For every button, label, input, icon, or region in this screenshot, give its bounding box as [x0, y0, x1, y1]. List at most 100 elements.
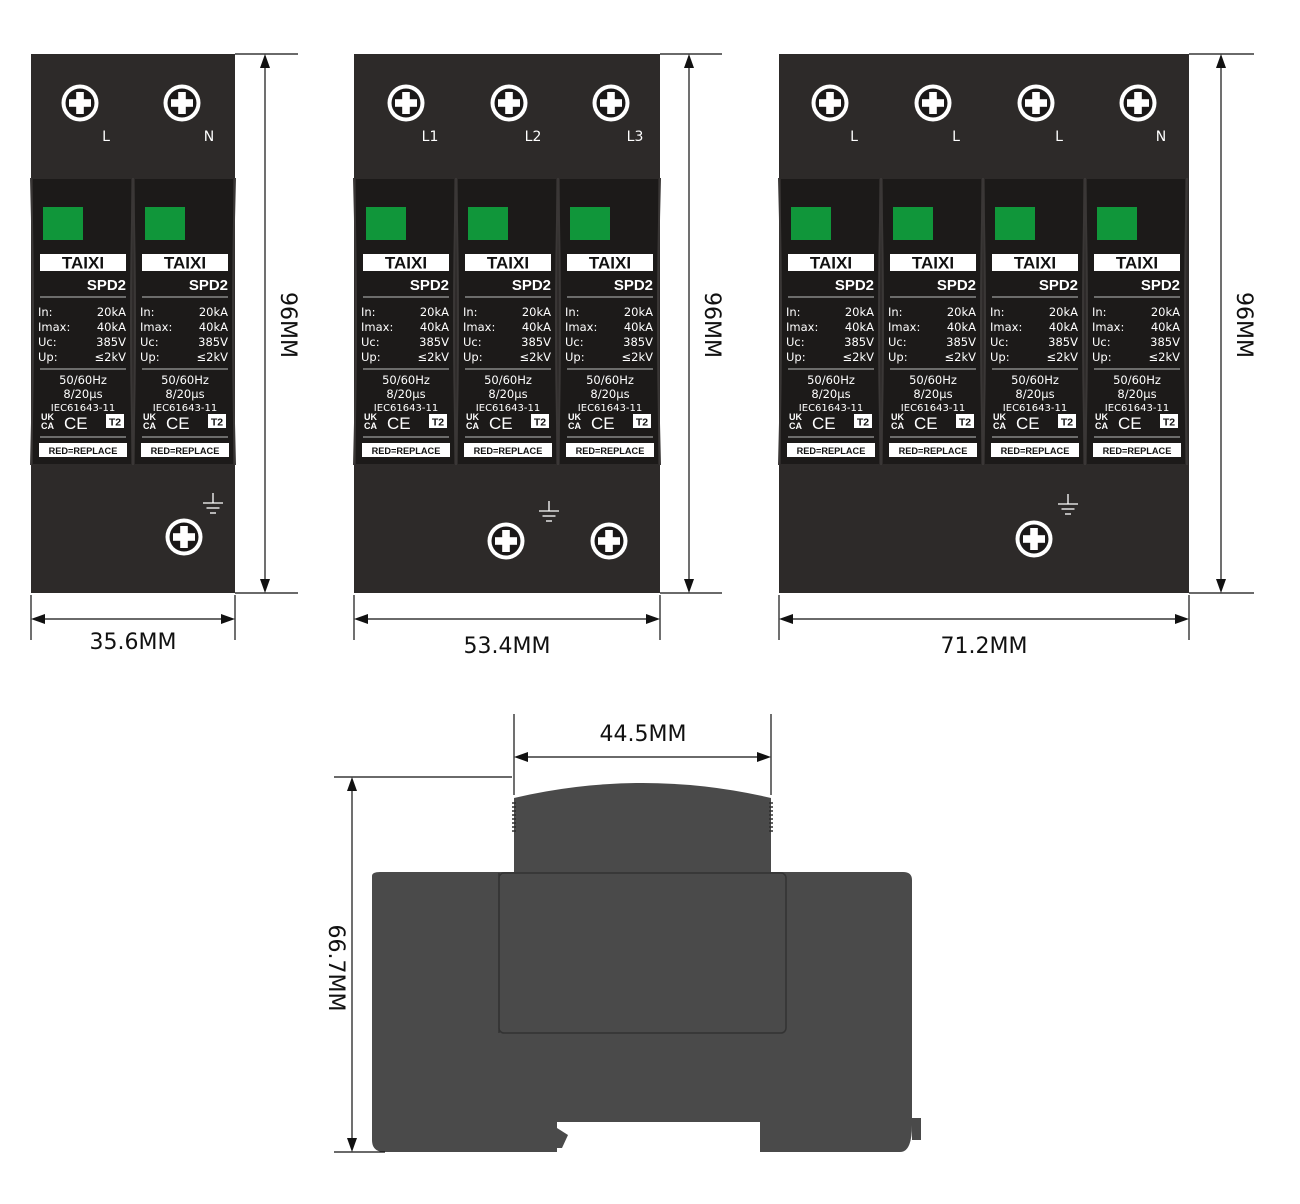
spec-value: 385V	[1048, 335, 1078, 349]
arrowhead-right	[757, 752, 771, 762]
terminal-label: L	[102, 129, 110, 145]
spec-value: 20kA	[624, 305, 653, 319]
spec-label: Imax:	[565, 320, 597, 334]
screw-slot-v	[502, 530, 510, 552]
status-indicator	[145, 207, 185, 240]
side-height-dimension	[334, 776, 512, 1153]
spec-value: 20kA	[199, 305, 228, 319]
spec-label: Up:	[888, 350, 908, 364]
height-dimension	[660, 53, 722, 594]
spec-value: 40kA	[1049, 320, 1078, 334]
module-edge-left	[132, 177, 136, 466]
module-edge-right	[878, 177, 882, 466]
ukca-mark: CA	[143, 421, 156, 431]
side-clip-right	[912, 1118, 921, 1140]
ukca-mark: CA	[1095, 421, 1108, 431]
spec-value: 20kA	[1151, 305, 1180, 319]
screw-slot-v	[1032, 92, 1040, 114]
spec-label: In:	[38, 305, 53, 319]
brand-name: TAIXI	[1116, 254, 1158, 273]
spec-value: 20kA	[522, 305, 551, 319]
replace-bar	[889, 443, 977, 457]
width-dimension	[353, 595, 661, 640]
standard-text: IEC61643-11	[578, 403, 642, 414]
ground-icon	[1058, 494, 1078, 515]
side-grip-ridges	[512, 802, 773, 832]
ce-mark: CE	[387, 414, 411, 433]
spec-value: 40kA	[420, 320, 449, 334]
spec-label: Up:	[565, 350, 585, 364]
arrowhead-top	[260, 54, 270, 68]
waveform-text: 8/20μs	[913, 387, 952, 401]
ce-mark: CE	[166, 414, 190, 433]
waveform-text: 8/20μs	[63, 387, 102, 401]
frequency-text: 50/60Hz	[161, 373, 209, 387]
replace-note: RED=REPLACE	[151, 446, 220, 456]
replace-note: RED=REPLACE	[49, 446, 118, 456]
frequency-text: 50/60Hz	[382, 373, 430, 387]
terminal-label: L	[1055, 129, 1063, 145]
arrowhead-left	[31, 614, 45, 624]
replace-bar	[464, 443, 552, 457]
width-label: 71.2MM	[941, 634, 1028, 659]
spec-value: 40kA	[624, 320, 653, 334]
brand-name: TAIXI	[589, 254, 631, 273]
screw-slot-v	[1030, 528, 1038, 550]
module-edge-left	[30, 177, 34, 466]
spec-value: 20kA	[845, 305, 874, 319]
ukca-mark: UK	[143, 412, 156, 422]
type-badge	[531, 414, 549, 428]
screw-slot-v	[180, 526, 188, 548]
spec-value: ≤2kV	[945, 350, 977, 364]
model-name: SPD2	[835, 277, 874, 294]
ground-icon	[203, 493, 223, 514]
ce-mark: CE	[1118, 414, 1142, 433]
screw-icon	[1017, 84, 1055, 122]
spec-label: In:	[990, 305, 1005, 319]
spd-module: TAIXISPD2In:20kAImax:40kAUc:385VUp:≤2kV5…	[880, 177, 984, 466]
ce-mark: CE	[1016, 414, 1040, 433]
ukca-mark: UK	[1095, 412, 1108, 422]
waveform-text: 8/20μs	[590, 387, 629, 401]
terminal-label: L1	[422, 129, 439, 145]
brand-bar	[1094, 254, 1180, 271]
terminal-label: N	[1156, 129, 1166, 145]
side-width-label: 44.5MM	[600, 722, 687, 747]
spd-module: TAIXISPD2In:20kAImax:40kAUc:385VUp:≤2kV5…	[455, 177, 559, 466]
spec-label: Up:	[140, 350, 160, 364]
ce-mark: CE	[489, 414, 513, 433]
spec-label: Up:	[463, 350, 483, 364]
brand-bar	[465, 254, 551, 271]
ukca-mark: CA	[364, 421, 377, 431]
model-name: SPD2	[1141, 277, 1180, 294]
module-edge-left	[353, 177, 357, 466]
width-dimension	[30, 595, 236, 640]
frequency-text: 50/60Hz	[586, 373, 634, 387]
screw-icon	[1015, 520, 1053, 558]
replace-bar	[141, 443, 229, 457]
spec-label: Uc:	[140, 335, 159, 349]
screw-icon	[387, 84, 425, 122]
arrowhead-right	[646, 614, 660, 624]
brand-bar	[788, 254, 874, 271]
brand-name: TAIXI	[810, 254, 852, 273]
spec-label: Uc:	[1092, 335, 1111, 349]
spec-label: Imax:	[888, 320, 920, 334]
spec-label: In:	[888, 305, 903, 319]
waveform-text: 8/20μs	[386, 387, 425, 401]
height-label: 96MM	[1231, 292, 1256, 358]
waveform-text: 8/20μs	[488, 387, 527, 401]
waveform-text: 8/20μs	[1117, 387, 1156, 401]
ukca-mark: UK	[364, 412, 377, 422]
ukca-mark: CA	[466, 421, 479, 431]
ukca-mark: UK	[466, 412, 479, 422]
arrowhead-left	[514, 752, 528, 762]
arrowhead-bottom	[1216, 579, 1226, 593]
screw-icon	[487, 522, 525, 560]
module-edge-right	[1082, 177, 1086, 466]
arrowhead-left	[354, 614, 368, 624]
spec-value: 385V	[623, 335, 653, 349]
module-edge-right	[657, 177, 661, 466]
arrowhead-bottom	[347, 1138, 357, 1152]
screw-slot-v	[826, 92, 834, 114]
